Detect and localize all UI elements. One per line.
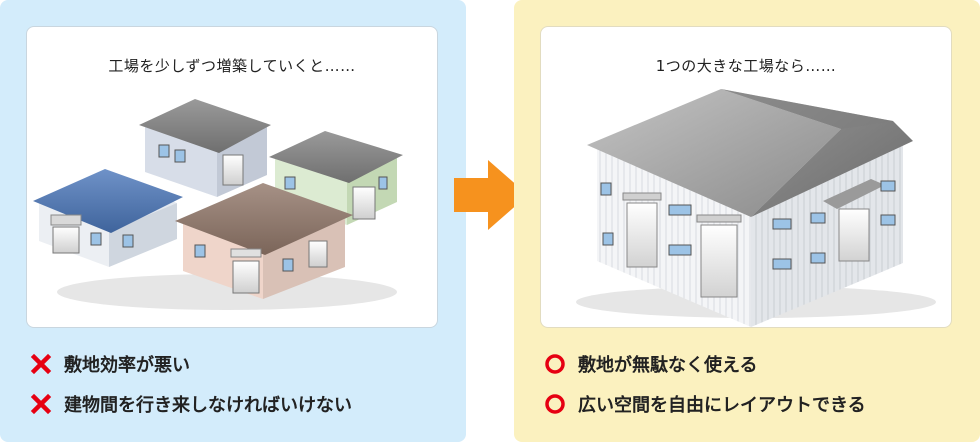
after-point-text: 敷地が無駄なく使える [578,355,758,376]
after-point-text: 広い空間を自由にレイアウトできる [578,395,866,416]
after-panel: 1つの大きな工場なら…… [514,0,980,442]
after-illustration-card: 1つの大きな工場なら…… [540,26,952,328]
after-point: 敷地が無駄なく使える [544,344,866,384]
before-point-text: 敷地効率が悪い [64,355,190,376]
small-factories-illustration [33,99,403,310]
before-point: 建物間を行き来しなければいけない [30,384,352,424]
arrow-right-icon [454,160,528,230]
large-factory-illustration [576,89,936,327]
before-point-text: 建物間を行き来しなければいけない [64,395,352,416]
grey-building [139,99,271,197]
before-illustration-card: 工場を少しずつ増築していくと…… [26,26,438,328]
cross-icon [30,353,52,375]
before-point: 敷地効率が悪い [30,344,352,384]
circle-icon [545,394,565,414]
after-points: 敷地が無駄なく使える 広い空間を自由にレイアウトできる [544,344,866,424]
pink-building [175,183,353,299]
before-caption: 工場を少しずつ増築していくと…… [108,57,356,75]
after-point: 広い空間を自由にレイアウトできる [544,384,866,424]
circle-icon [545,354,565,374]
after-caption: 1つの大きな工場なら…… [655,57,837,75]
before-points: 敷地効率が悪い 建物間を行き来しなければいけない [30,344,352,424]
blue-building [33,169,183,267]
cross-icon [30,393,52,415]
before-panel: 工場を少しずつ増築していくと…… [0,0,466,442]
